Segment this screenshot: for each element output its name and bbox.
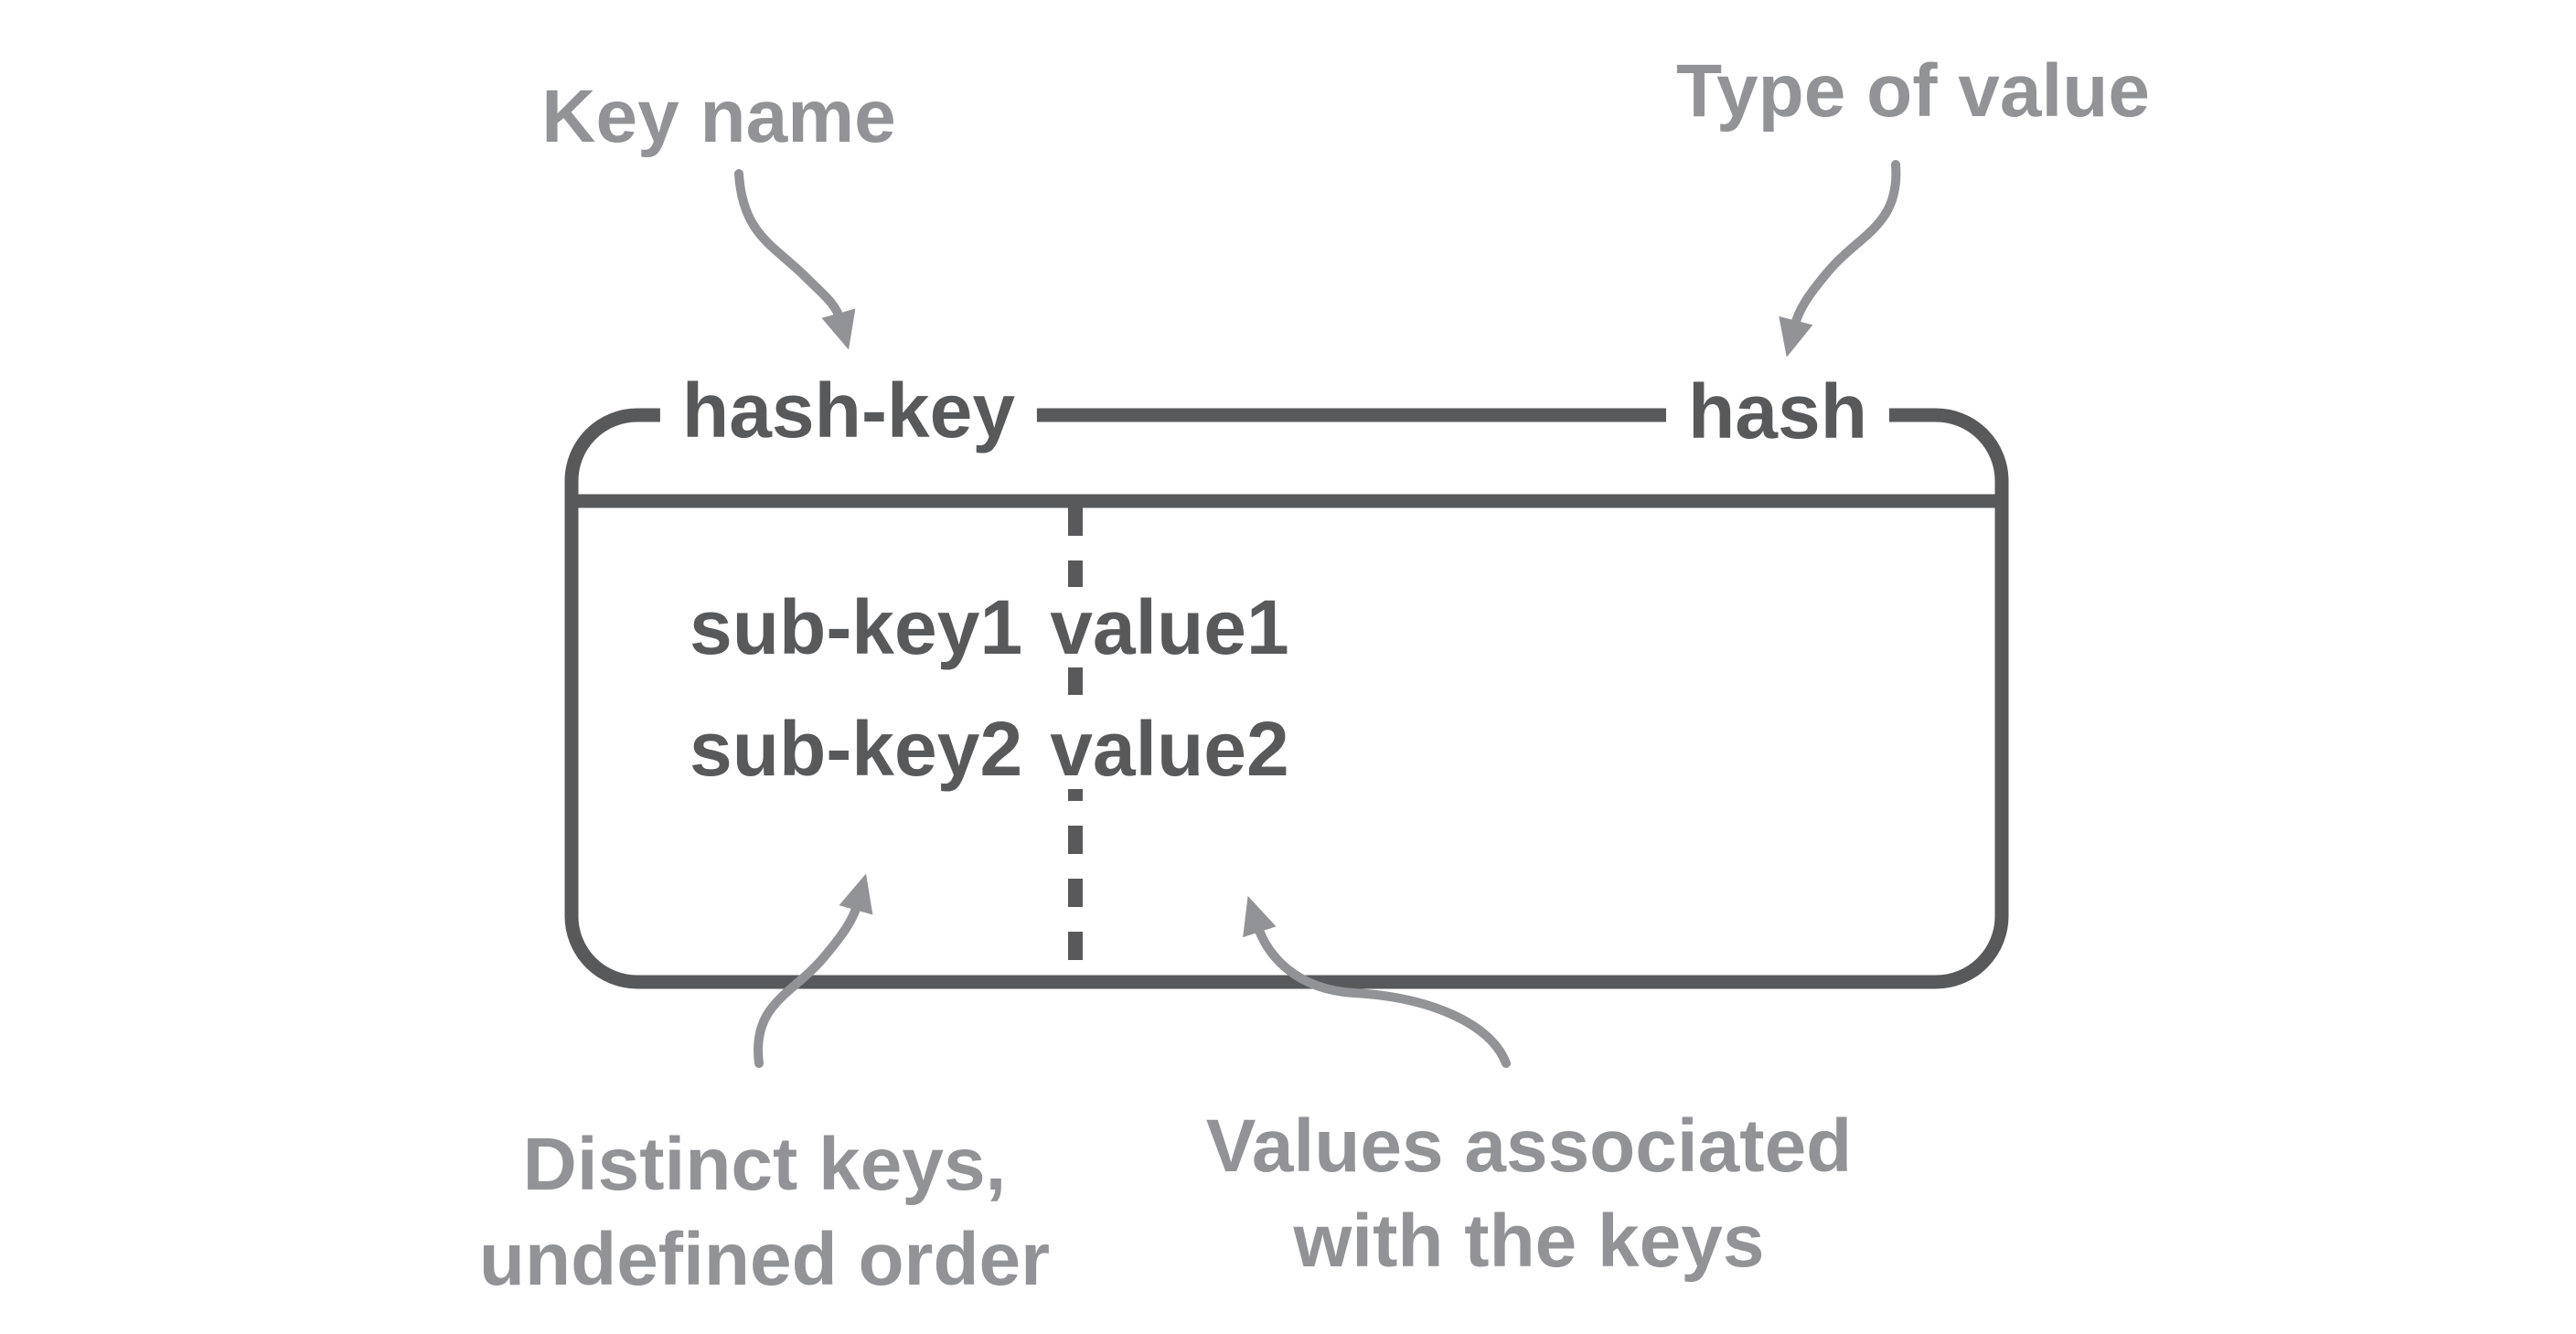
hash-entry-row: sub-key1 value1 [675,587,1304,667]
type-of-value-label: Type of value [1676,49,2150,133]
hash-type-label: hash [1665,373,1890,450]
hash-box-outline [564,408,2009,989]
caption-line: undefined order [478,1218,1051,1301]
caption-line: Values associated [1205,1105,1853,1188]
value-text: value1 [1050,584,1289,670]
distinct-keys-caption: Distinct keys, undefined order [479,1117,1050,1307]
sub-key-text: sub-key2 [689,706,1023,792]
caption-line: Distinct keys, [522,1123,1007,1206]
hash-key-name-label: hash-key [659,372,1038,449]
values-caption: Values associated with the keys [1206,1099,1853,1289]
sub-key-text: sub-key1 [689,584,1023,670]
caption-line: with the keys [1293,1200,1765,1283]
key-name-label: Key name [541,75,896,158]
type-of-value-arrow-icon [1779,160,1901,358]
key-name-arrow-icon [734,169,856,350]
distinct-keys-arrow-icon [754,873,873,1068]
hash-entry-row: sub-key2 value2 [675,709,1304,789]
value-text: value2 [1050,706,1289,792]
values-arrow-icon [1243,895,1511,1068]
